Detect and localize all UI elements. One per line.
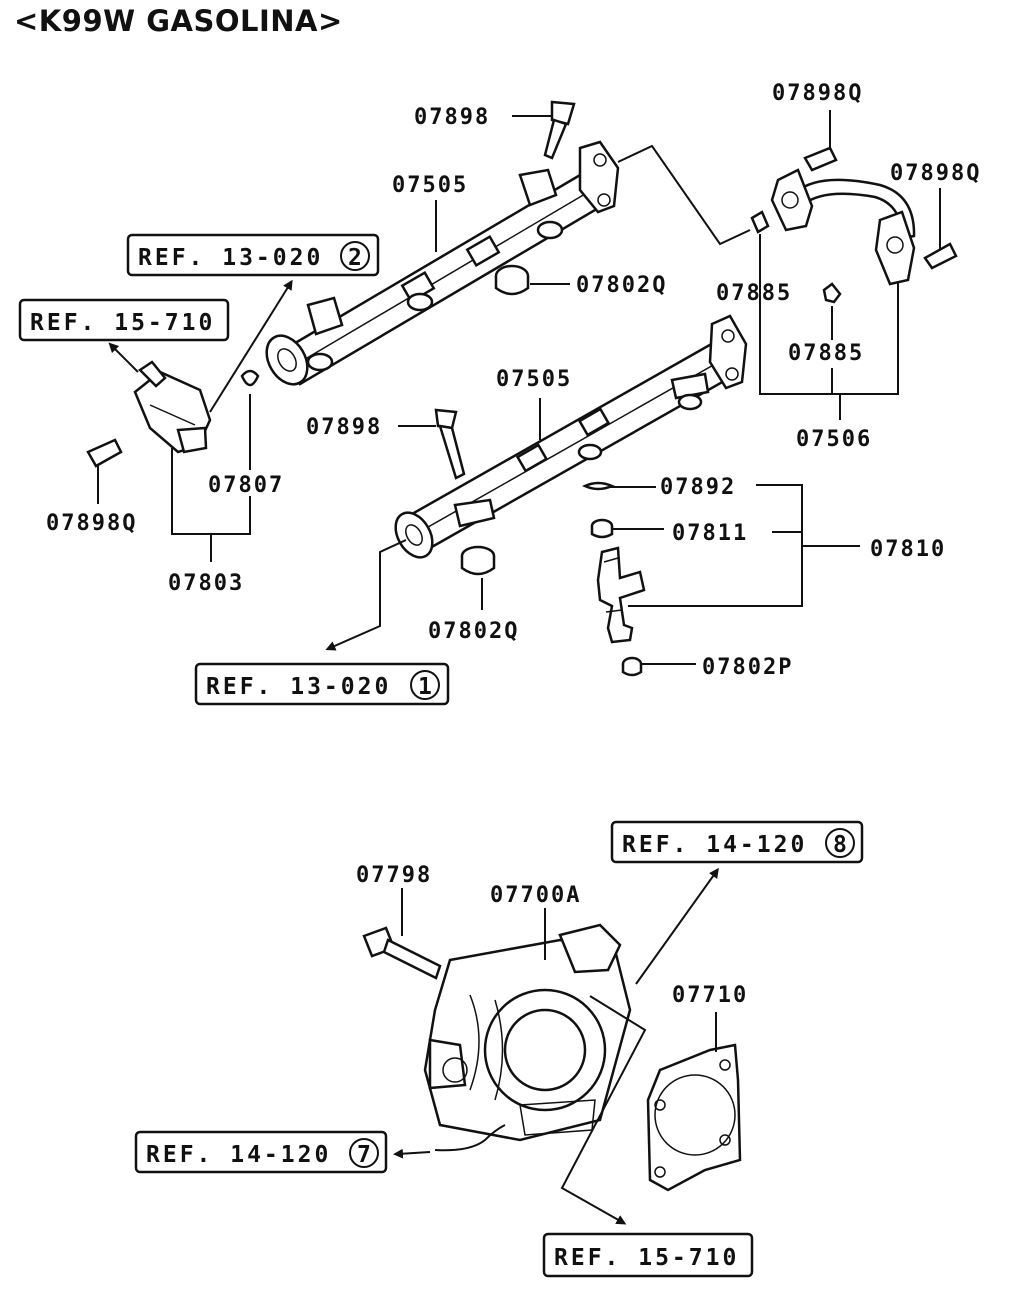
ref-box-15-710-b[interactable]: REF. 15-710 [542, 1232, 754, 1278]
label-07506: 07506 [796, 427, 872, 452]
ref-13-020-2-text: REF. 13-020 [138, 245, 323, 271]
ref-13-020-1-text: REF. 13-020 [206, 674, 391, 700]
label-07898Q-tr1: 07898Q [772, 81, 863, 106]
label-07898Q-left: 07898Q [46, 511, 137, 536]
ref-box-14-120-7[interactable]: REF. 14-120 7 [134, 1130, 388, 1174]
bolt-07898-mid [434, 408, 466, 480]
label-07710: 07710 [672, 983, 748, 1008]
ref-14-120-8-text: REF. 14-120 [622, 832, 807, 858]
label-07885-b: 07885 [788, 341, 864, 366]
fuel-return-pipe [770, 168, 916, 286]
ref-15-710-a-text: REF. 15-710 [30, 310, 215, 336]
nut-07802Q-lower [460, 545, 496, 576]
gasket-07710 [646, 1043, 742, 1192]
ref-13-020-2-circle: 2 [348, 245, 365, 271]
diagram-title: <K99W GASOLINA> [14, 4, 343, 38]
oring-07807 [240, 369, 260, 387]
leader-lines [97, 110, 941, 1225]
label-07811: 07811 [672, 521, 748, 546]
label-07802P: 07802P [702, 655, 793, 680]
pressure-regulator-07803 [133, 360, 212, 454]
bolt-07898Q-left [86, 438, 123, 468]
fuel-rail-lower [394, 314, 748, 559]
bolt-07898Q-tr2 [923, 242, 958, 270]
ref-box-14-120-8[interactable]: REF. 14-120 8 [610, 820, 864, 864]
label-07802Q-a: 07802Q [576, 273, 667, 298]
ref-14-120-7-circle: 7 [357, 1142, 374, 1168]
label-07898-top: 07898 [414, 105, 490, 130]
nut-07802Q-upper [494, 264, 530, 296]
label-07505-top: 07505 [392, 173, 468, 198]
ref-14-120-8-circle: 8 [833, 832, 850, 858]
oring-07885-a [750, 210, 770, 234]
throttle-body-07700A [423, 923, 632, 1152]
ref-15-710-b-text: REF. 15-710 [554, 1245, 739, 1271]
ring-07802P [621, 656, 643, 677]
label-07807: 07807 [208, 473, 284, 498]
bolt-07898Q-tr1 [803, 146, 838, 172]
part-labels: 07898 07505 07802Q 07898Q 07898Q 07885 0… [46, 81, 981, 1008]
label-07700A: 07700A [490, 883, 581, 908]
label-07798: 07798 [356, 863, 432, 888]
ref-14-120-7-text: REF. 14-120 [146, 1142, 331, 1168]
fuel-rail-upper [265, 140, 620, 386]
injector-07810 [596, 546, 646, 644]
label-07892: 07892 [660, 475, 736, 500]
ref-box-15-710-a[interactable]: REF. 15-710 [18, 298, 230, 342]
ref-13-020-1-circle: 1 [418, 674, 435, 700]
label-07885-a: 07885 [716, 281, 792, 306]
ref-box-13-020-1[interactable]: REF. 13-020 1 [194, 662, 450, 706]
label-07505-mid: 07505 [496, 367, 572, 392]
label-07898Q-tr2: 07898Q [890, 161, 981, 186]
label-07898-mid: 07898 [306, 415, 382, 440]
label-07810: 07810 [870, 537, 946, 562]
bolt-07798 [362, 926, 442, 980]
ref-box-13-020-2[interactable]: REF. 13-020 2 [126, 233, 380, 277]
ring-07811 [590, 518, 614, 539]
label-07803: 07803 [168, 571, 244, 596]
seal-07892 [582, 481, 616, 491]
label-07802Q-b: 07802Q [428, 619, 519, 644]
oring-07885-b [822, 282, 842, 304]
bolt-07898-top [543, 100, 576, 160]
